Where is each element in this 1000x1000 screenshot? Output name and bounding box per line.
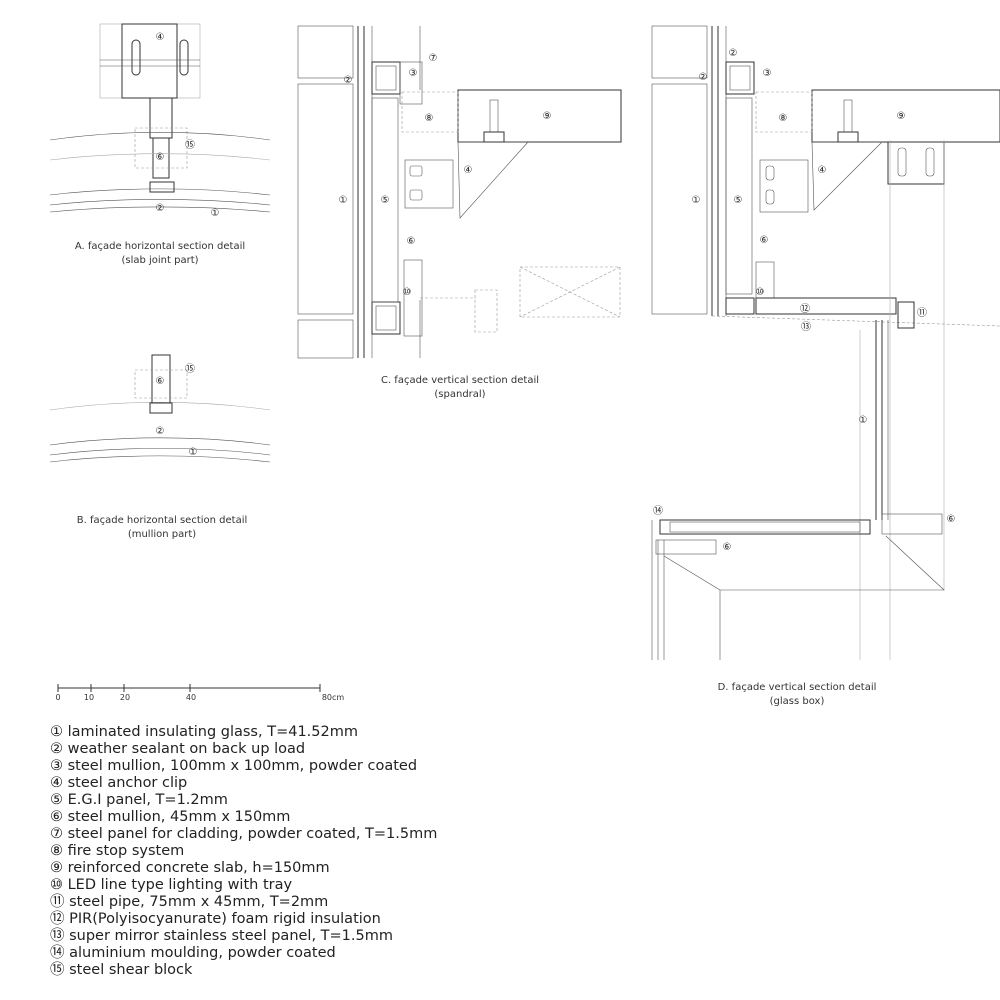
legend-item-2: ② weather sealant on back up load [50,741,305,757]
legend-item-9: ⑨ reinforced concrete slab, h=150mm [50,860,330,876]
caption-d-title: D. façade vertical section detail [718,682,877,693]
detail-c-glass-panel [297,83,354,315]
detail-a-bracket-outline [99,23,201,99]
callout-c-6: ⑥ [407,236,416,247]
scale-tick-80: 80cm [322,693,345,702]
scale-tick-20: 20 [120,693,130,702]
callout-d-14: ⑭ [653,505,663,517]
detail-c-concrete-slab [457,89,622,143]
scale-tick-0: 0 [55,693,60,702]
callout-d-12: ⑫ [800,303,810,315]
legend: ① laminated insulating glass, T=41.52mm … [50,724,437,978]
callout-a-1: ① [211,208,220,219]
caption-b-title: B. façade horizontal section detail [77,515,248,526]
callout-a-4: ④ [156,32,165,43]
callout-c-10: ⑩ [403,287,412,298]
callout-c-5: ⑤ [381,195,390,206]
caption-b-subtitle: (mullion part) [128,529,196,540]
callout-d-4: ④ [818,165,827,176]
callout-d-11: ⑪ [917,307,927,319]
caption-c-title: C. façade vertical section detail [381,375,539,386]
detail-d-concrete-slab [811,89,1000,143]
detail-b: ⑮ ⑥ ② ① B. façade horizontal section det… [49,354,271,540]
callout-c-4: ④ [464,165,473,176]
callout-b-6: ⑥ [156,376,165,387]
callout-d-6c: ⑥ [723,542,732,553]
caption-d-subtitle: (glass box) [770,696,825,707]
detail-c: ⑦ ③ ② ⑧ ⑨ ④ ① ⑤ ⑥ ⑩ C. façade vertical s… [297,25,622,400]
callout-c-2: ② [344,75,353,86]
callout-b-1: ① [189,447,198,458]
callout-d-8: ⑧ [779,113,788,124]
callout-c-1: ① [339,195,348,206]
legend-item-6: ⑥ steel mullion, 45mm x 150mm [50,809,290,825]
caption-a-title: A. façade horizontal section detail [75,241,245,252]
scale-tick-40: 40 [186,693,196,702]
callout-d-10: ⑩ [756,287,765,298]
legend-item-13: ⑬ super mirror stainless steel panel, T=… [50,927,393,944]
callout-c-7: ⑦ [429,53,438,64]
legend-item-8: ⑧ fire stop system [50,843,184,859]
callout-d-1a: ① [692,195,701,206]
scale-bar: 0 10 20 40 80cm [55,684,344,702]
legend-item-7: ⑦ steel panel for cladding, powder coate… [50,826,437,842]
callout-d-13: ⑬ [801,321,811,333]
legend-item-12: ⑫ PIR(Polyisocyanurate) foam rigid insul… [50,910,381,927]
callout-d-2b: ② [699,72,708,83]
legend-item-14: ⑭ aluminium moulding, powder coated [50,944,336,961]
detail-a-mullion [152,137,170,179]
callout-b-2: ② [156,426,165,437]
legend-item-11: ⑪ steel pipe, 75mm x 45mm, T=2mm [50,893,328,910]
detail-c-egi-panel [371,97,399,303]
callout-a-2: ② [156,203,165,214]
detail-d-pir-insulation [755,297,897,315]
scale-tick-10: 10 [84,693,94,702]
detail-a: ④ ⑮ ⑥ ② ① A. façade horizontal section d… [49,23,271,266]
callout-d-1b: ① [859,415,868,426]
detail-d: ② ③ ② ⑧ ⑨ ④ ① ⑤ ⑥ ⑩ ⑫ ⑬ ⑪ ① ⑭ ⑥ ⑥ D. faç… [651,25,1000,707]
legend-item-4: ④ steel anchor clip [50,775,187,791]
callout-b-15: ⑮ [185,363,195,375]
callout-d-9: ⑨ [897,111,906,122]
legend-item-10: ⑩ LED line type lighting with tray [50,877,292,893]
callout-c-3: ③ [409,68,418,79]
caption-c-subtitle: (spandral) [434,389,485,400]
legend-item-5: ⑤ E.G.I panel, T=1.2mm [50,792,228,808]
callout-c-9: ⑨ [543,111,552,122]
callout-d-5: ⑤ [734,195,743,206]
caption-a-subtitle: (slab joint part) [121,255,198,266]
callout-a-15: ⑮ [185,139,195,151]
callout-d-3: ③ [763,68,772,79]
callout-d-6b: ⑥ [947,514,956,525]
legend-item-15: ⑮ steel shear block [50,961,193,978]
detail-a-anchor-plate [121,23,178,99]
detail-d-glass-panel [651,83,708,315]
callout-d-2a: ② [729,48,738,59]
legend-item-1: ① laminated insulating glass, T=41.52mm [50,724,358,740]
callout-d-6a: ⑥ [760,235,769,246]
legend-item-3: ③ steel mullion, 100mm x 100mm, powder c… [50,758,417,774]
callout-a-6: ⑥ [156,152,165,163]
detail-d-steel-pipe [897,301,915,329]
callout-c-8: ⑧ [425,113,434,124]
